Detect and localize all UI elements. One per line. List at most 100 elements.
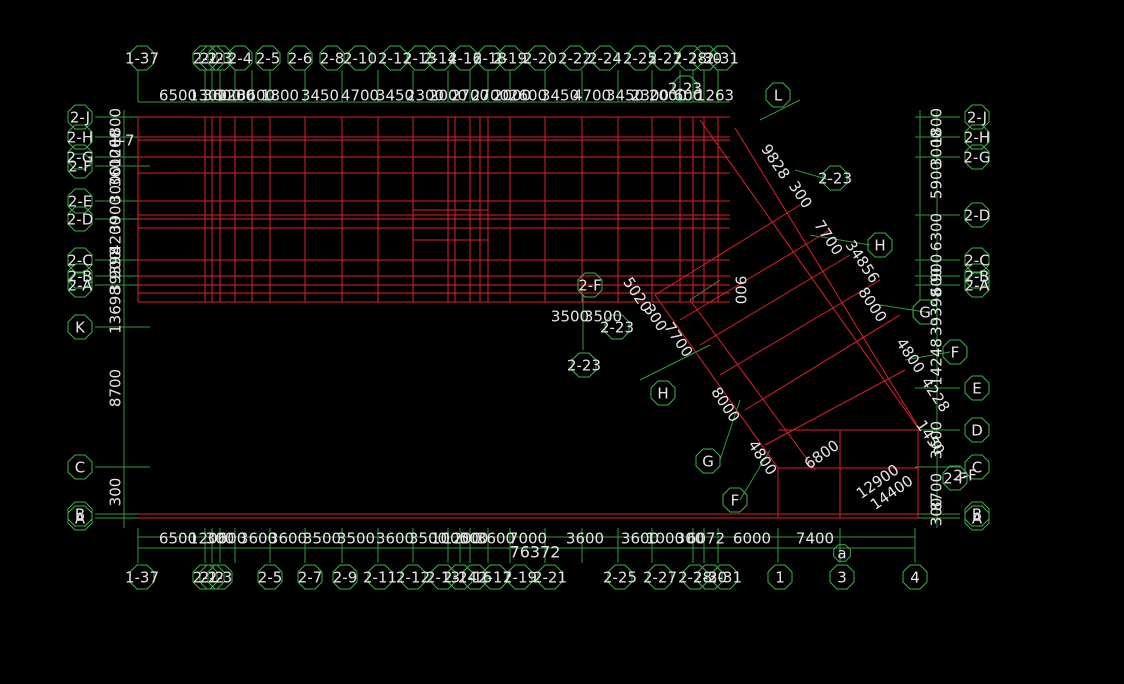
axis-bubble-label: 2-23 <box>668 80 702 98</box>
axis-bubble[interactable] <box>67 501 93 527</box>
axis-bubble[interactable] <box>695 448 721 474</box>
dimension-label: 600 <box>218 530 247 548</box>
axis-bubble[interactable] <box>709 45 735 71</box>
axis-bubble[interactable] <box>942 339 968 365</box>
axis-bubble[interactable] <box>912 299 938 325</box>
axis-bubble[interactable] <box>227 45 253 71</box>
dimension-label: 3600 <box>107 149 125 187</box>
axis-bubble[interactable] <box>67 153 93 179</box>
axis-bubble[interactable] <box>527 45 553 71</box>
axis-bubble[interactable] <box>833 544 851 562</box>
axis-bubble[interactable] <box>67 124 93 150</box>
axis-bubble[interactable] <box>672 75 698 101</box>
axis-bubble[interactable] <box>712 564 738 590</box>
dimension-label: 900 <box>107 251 125 280</box>
axis-bubble[interactable] <box>287 45 313 71</box>
dimension-label: 3600 <box>376 530 414 548</box>
axis-bubble[interactable] <box>430 564 456 590</box>
axis-bubble[interactable] <box>692 45 718 71</box>
axis-bubble[interactable] <box>942 465 968 491</box>
axis-bubble-label: 2-23 <box>818 170 852 188</box>
axis-bubble[interactable] <box>722 487 748 513</box>
axis-bubble[interactable] <box>129 564 155 590</box>
axis-bubble[interactable] <box>964 454 990 480</box>
axis-bubble[interactable] <box>571 352 597 378</box>
axis-bubble-label: 2-9 <box>333 569 358 587</box>
axis-bubble[interactable] <box>822 165 848 191</box>
axis-bubble[interactable] <box>67 144 93 170</box>
axis-bubble[interactable] <box>604 314 630 340</box>
axis-bubble[interactable] <box>400 564 426 590</box>
axis-bubble[interactable] <box>627 45 653 71</box>
axis-bubble[interactable] <box>562 45 588 71</box>
axis-bubble[interactable] <box>257 564 283 590</box>
axis-bubble[interactable] <box>332 564 358 590</box>
axis-bubble[interactable] <box>482 564 508 590</box>
axis-bubble[interactable] <box>67 272 93 298</box>
axis-bubble[interactable] <box>67 263 93 289</box>
axis-bubble[interactable] <box>964 417 990 443</box>
axis-bubble[interactable] <box>447 564 473 590</box>
axis-bubble[interactable] <box>964 263 990 289</box>
dimension-label: 3900 <box>107 196 125 234</box>
axis-bubble[interactable] <box>867 232 893 258</box>
axis-bubble[interactable] <box>207 564 233 590</box>
axis-bubble[interactable] <box>67 206 93 232</box>
axis-bubble[interactable] <box>537 564 563 590</box>
axis-bubble[interactable] <box>677 45 703 71</box>
axis-bubble-label: 2-G <box>66 149 93 167</box>
axis-bubble[interactable] <box>647 564 673 590</box>
axis-bubble[interactable] <box>607 564 633 590</box>
axis-bubble[interactable] <box>682 564 708 590</box>
axis-bubble[interactable] <box>964 124 990 150</box>
axis-bubble[interactable] <box>964 505 990 531</box>
axis-bubble[interactable] <box>67 505 93 531</box>
axis-bubble[interactable] <box>964 272 990 298</box>
dimension-label: 2300 <box>631 87 669 105</box>
axis-bubble[interactable] <box>427 45 453 71</box>
axis-bubble-label: A <box>972 510 983 528</box>
axis-bubble[interactable] <box>829 564 855 590</box>
axis-bubble[interactable] <box>297 564 323 590</box>
axis-bubble[interactable] <box>67 104 93 130</box>
axis-bubble-label: 4 <box>910 569 920 587</box>
axis-bubble[interactable] <box>765 82 791 108</box>
axis-bubble[interactable] <box>347 45 373 71</box>
axis-bubble[interactable] <box>199 45 225 71</box>
grid-line <box>689 279 721 301</box>
axis-bubble[interactable] <box>507 564 533 590</box>
axis-bubble[interactable] <box>577 272 603 298</box>
axis-bubble-label: 2-14 <box>423 50 457 68</box>
axis-bubble[interactable] <box>902 564 928 590</box>
axis-bubble[interactable] <box>964 247 990 273</box>
axis-bubble[interactable] <box>964 104 990 130</box>
dimension-label: 3600 <box>269 530 307 548</box>
dimension-label: 4200 <box>107 216 125 254</box>
axis-bubble[interactable] <box>129 45 155 71</box>
axis-bubble[interactable] <box>67 314 93 340</box>
axis-bubble[interactable] <box>367 564 393 590</box>
axis-bubble[interactable] <box>697 564 723 590</box>
axis-bubble-label: 2-14 <box>443 569 477 587</box>
dimension-label: 3600 <box>239 530 277 548</box>
axis-bubble[interactable] <box>382 45 408 71</box>
axis-bubble[interactable] <box>255 45 281 71</box>
axis-bubble[interactable] <box>199 564 225 590</box>
beam-line <box>679 229 831 321</box>
axis-bubble[interactable] <box>652 45 678 71</box>
axis-bubble[interactable] <box>452 45 478 71</box>
axis-bubble[interactable] <box>67 454 93 480</box>
axis-bubble[interactable] <box>964 144 990 170</box>
axis-bubble[interactable] <box>497 45 523 71</box>
axis-bubble[interactable] <box>767 564 793 590</box>
axis-bubble[interactable] <box>67 188 93 214</box>
axis-bubble[interactable] <box>964 202 990 228</box>
axis-bubble[interactable] <box>650 380 676 406</box>
dimension-label: 2700 <box>451 87 489 105</box>
axis-bubble[interactable] <box>67 247 93 273</box>
axis-bubble[interactable] <box>319 45 345 71</box>
axis-bubble[interactable] <box>964 375 990 401</box>
axis-bubble[interactable] <box>592 45 618 71</box>
axis-bubble[interactable] <box>964 501 990 527</box>
